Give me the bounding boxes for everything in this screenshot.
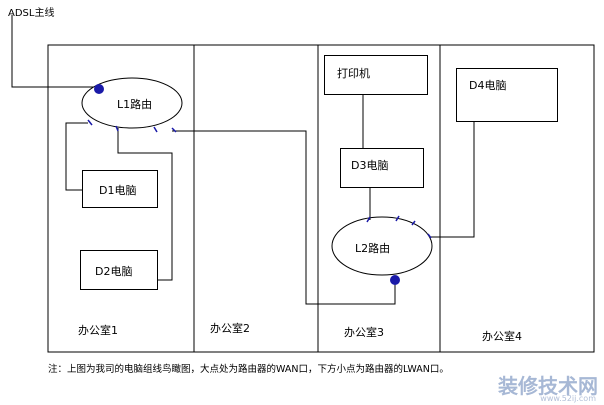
link-l1-l2 — [172, 130, 396, 305]
d4-computer-label: D4电脑 — [469, 79, 507, 92]
l1-router-label: L1路由 — [117, 98, 153, 111]
office-4-label: 办公室4 — [482, 330, 522, 343]
lan-port-mark — [427, 233, 432, 239]
l2-router-label: L2路由 — [355, 242, 391, 255]
lan-port-mark — [171, 127, 177, 133]
lan-port-mark — [115, 125, 119, 132]
adsl-line — [11, 15, 94, 88]
d3-computer-box: D3电脑 — [340, 148, 424, 188]
office-2-label: 办公室2 — [210, 322, 250, 335]
printer-label: 打印机 — [337, 67, 370, 80]
d1-computer-box: D1电脑 — [82, 170, 158, 208]
link-d4-l2 — [430, 122, 475, 238]
lan-port-mark — [153, 126, 158, 133]
lan-port-mark — [87, 119, 93, 126]
d4-computer-box: D4电脑 — [456, 68, 558, 122]
floor-plan-border — [47, 44, 595, 353]
l1-router-shape — [81, 77, 183, 129]
lan-port-mark — [366, 216, 371, 223]
d1-computer-label: D1电脑 — [99, 184, 137, 197]
site-watermark-url: www.52ij.com — [540, 394, 596, 403]
footnote: 注：上图为我司的电脑组线鸟瞰图，大点处为路由器的WAN口，下方小点为路由器的LW… — [48, 364, 449, 375]
l2-router-shape — [331, 216, 433, 276]
adsl-label: ADSL主线 — [8, 8, 55, 19]
l1-wan-port — [94, 84, 104, 94]
site-watermark: 装修技术网 — [498, 374, 598, 398]
d2-computer-label: D2电脑 — [95, 265, 133, 278]
l2-wan-port — [390, 275, 400, 285]
printer-box: 打印机 — [324, 55, 428, 95]
link-l1-d1 — [65, 122, 88, 191]
office-1-label: 办公室1 — [78, 324, 118, 337]
link-l1-d2 — [117, 128, 173, 281]
lan-port-mark — [411, 220, 416, 226]
d3-computer-label: D3电脑 — [351, 159, 389, 172]
office-3-label: 办公室3 — [344, 326, 384, 339]
lan-port-mark — [395, 215, 400, 222]
d2-computer-box: D2电脑 — [80, 250, 158, 290]
